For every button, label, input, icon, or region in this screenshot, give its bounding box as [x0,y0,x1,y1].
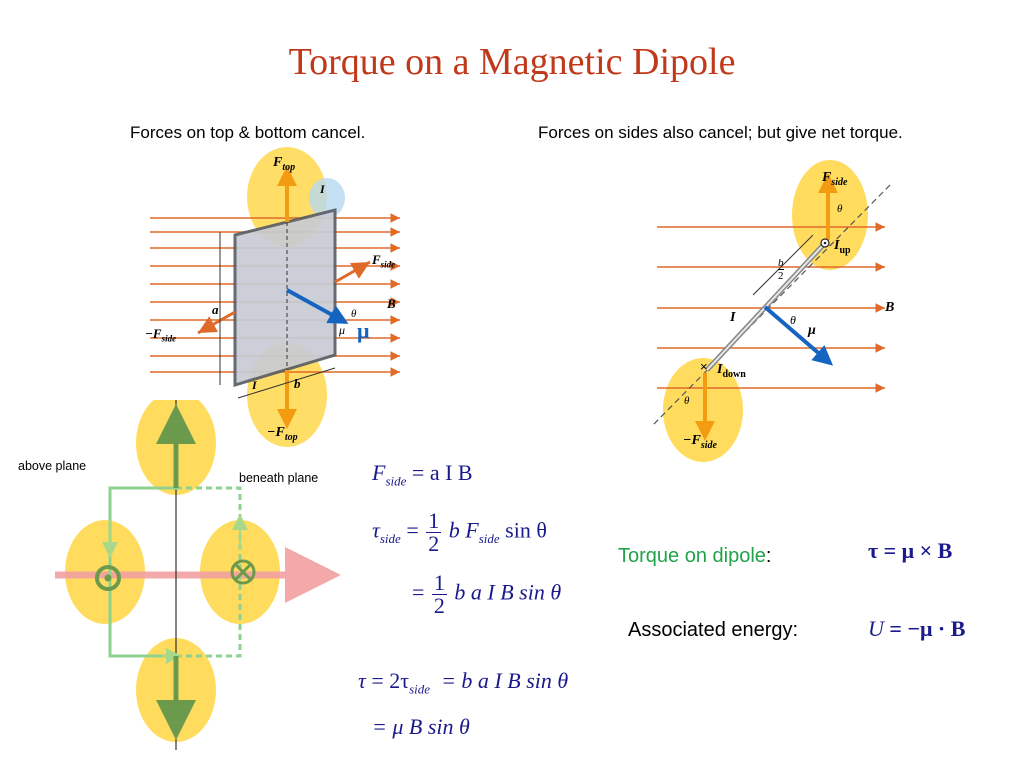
label-current-down: Idown [717,362,746,380]
label-moment-right: μ [808,323,816,338]
label-theta-center: θ [790,313,796,327]
label-neg-f-side: −Fside [145,326,177,344]
label-above-plane: above plane [18,459,87,473]
neg-force-side-arrow [197,310,236,335]
label-theta-up: θ [837,203,843,215]
svg-text:×: × [700,359,708,374]
equation-tau-total: τ = 2τside = b a I B sin θ [358,668,569,697]
label-theta-down: θ [684,395,690,407]
caption-right: Forces on sides also cancel; but give ne… [538,123,903,142]
plane-view-diagram [55,400,340,750]
moment-arrow [286,288,349,324]
label-current-up: Iup [834,238,851,256]
loop-side-view-diagram: × [652,160,891,462]
force-side-arrow [334,260,371,284]
equation-f-side: Fside = a I B [372,460,473,489]
associated-energy-label: Associated energy: [628,619,799,641]
loop-perspective-diagram [150,147,400,447]
label-neg-f-top: −Ftop [267,425,298,443]
dot-out-of-plane-icon [95,565,121,591]
label-side-a: a [212,302,219,317]
current-loop [233,208,337,388]
label-current-top: I [320,182,325,196]
label-half-b: b 2 [778,257,784,282]
cross-into-plane-icon [230,559,256,585]
label-f-side-up: Fside [822,170,848,188]
label-current-right: I [730,310,736,325]
equation-tau-total-simplified: = μ B sin θ [372,714,470,739]
label-moment-blue: μ [357,318,370,343]
torque-on-dipole-label: Torque on dipole: [618,545,772,567]
label-field-b: B [387,296,396,311]
page-title: Torque on a Magnetic Dipole [288,41,736,83]
label-f-top: Ftop [273,155,296,173]
label-beneath-plane: beneath plane [239,471,319,485]
caption-left: Forces on top & bottom cancel. [130,123,366,142]
moment-arrow-side [763,305,834,366]
label-field-b-right: B [885,300,895,315]
highlight-current [309,178,345,218]
label-current-bottom: I [252,378,257,392]
label-neg-f-side-down: −Fside [683,433,717,451]
label-moment-small: μ [339,323,346,337]
energy-formula: U = −μ · B [868,616,966,641]
label-theta-left: θ [351,308,357,320]
label-side-b: b [294,376,301,391]
torque-formula: τ = μ × B [868,538,953,563]
label-f-side: Fside [372,252,396,270]
